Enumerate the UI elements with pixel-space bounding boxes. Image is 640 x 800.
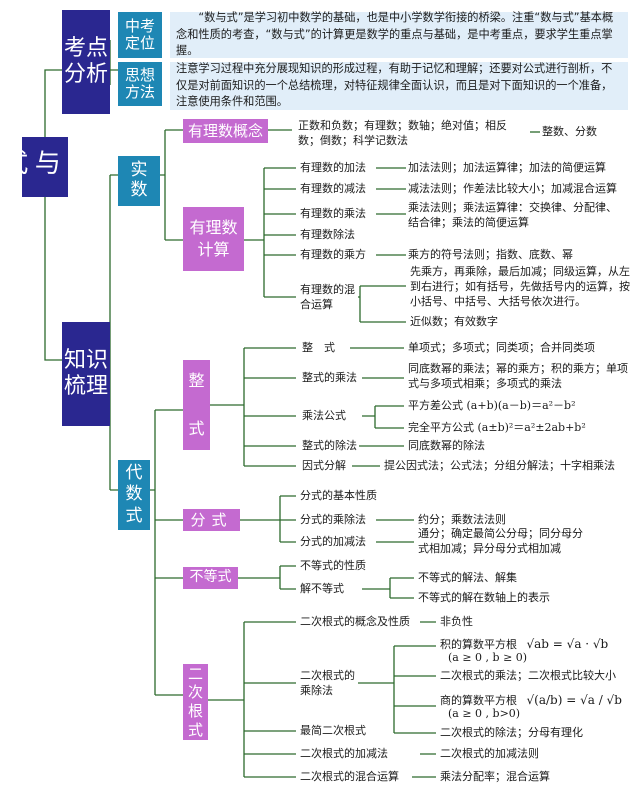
rational-concept-label: 有理数概念 — [187, 121, 263, 140]
formula-difference-of-squares: 平方差公式 (a+b)(a－b)＝a²－b² — [406, 399, 578, 414]
inequality-sub: 不等式的解法、解集 — [416, 571, 519, 586]
radical-muldiv-head: 二次根式的乘法；二次根式比较大小 — [438, 669, 618, 684]
radical-label: 二次根式 — [187, 664, 203, 739]
integral-label: 整式 — [188, 371, 205, 438]
radical-item-desc: 乘法分配率；混合运算 — [438, 770, 552, 785]
radical-item-desc: 非负性 — [438, 615, 475, 630]
rational-mixed-extra: 近似数；有效数字 — [408, 315, 500, 330]
rational-op: 有理数的乘法 — [298, 207, 368, 222]
algebra-label: 代数式 — [125, 463, 143, 526]
radical-item: 二次根式的加减法 — [298, 747, 390, 762]
analysis-item-positioning: 中考定位 — [118, 12, 162, 58]
radical-item: 二次根式的乘除法 — [298, 669, 358, 699]
product-root-formula: √ab = √a · √b — [526, 637, 609, 651]
integral-item: 整 式 — [300, 341, 337, 356]
analysis-heading: 考点分析 — [62, 10, 110, 114]
inequality-label: 不等式 — [189, 569, 232, 586]
integral-item-desc: 同底数幂的乘法；幂的乘方；积的乘方；单项式与多项式相乘；多项式的乘法 — [406, 362, 632, 392]
radical-muldiv-head: 商的算数平方根 √(a/b) = √a / √b — [438, 692, 624, 709]
rational-mixed-op: 有理数的混合运算 — [298, 283, 358, 313]
rational-op-desc: 乘方的符号法则；指数、底数、幂 — [406, 248, 575, 263]
radical-node: 二次根式 — [183, 664, 208, 740]
rational-op: 有理数除法 — [298, 228, 357, 243]
rational-op: 有理数的乘方 — [298, 248, 368, 263]
integral-item: 整式的乘法 — [300, 371, 359, 386]
radical-muldiv-head: 二次根式的除法；分母有理化 — [438, 726, 585, 741]
rational-calc-node: 有理数计算 — [183, 207, 244, 271]
rational-op: 有理数的减法 — [298, 182, 368, 197]
fraction-label: 分式 — [190, 510, 233, 529]
fraction-item: 分式的乘除法 — [298, 513, 368, 528]
rational-op-desc: 加法法则；加法运算律；加法的简便运算 — [406, 161, 608, 176]
inequality-node: 不等式 — [183, 567, 238, 589]
knowledge-label: 知识梳理 — [63, 347, 108, 399]
analysis-item-label: 中考定位 — [124, 16, 155, 52]
analysis-item-methods-text: 注意学习过程中充分展现知识的形成过程，有助于记忆和理解；还要对公式进行剖析，不仅… — [170, 62, 628, 110]
rational-op-desc: 减法法则；作差法比较大小；加减混合运算 — [406, 182, 619, 197]
analysis-text: 注意学习过程中充分展现知识的形成过程，有助于记忆和理解；还要对公式进行剖析，不仅… — [176, 61, 613, 109]
real-number-node: 实数 — [118, 156, 160, 206]
algebra-node: 代数式 — [118, 460, 150, 530]
analysis-item-positioning-text: “数与式”是学习初中数学的基础，也是中小学数学衔接的桥梁。注重“数与式”基本概念… — [170, 10, 628, 58]
product-root-label: 积的算数平方根 — [440, 638, 517, 651]
integral-item: 乘法公式 — [300, 409, 348, 424]
inequality-item: 不等式的性质 — [298, 559, 368, 574]
inequality-item: 解不等式 — [298, 582, 346, 597]
fraction-item-desc: 通分；确定最简公分母；同分母分式相加减；异分母分式相加减 — [416, 527, 592, 557]
integral-node: 整式 — [183, 360, 210, 450]
radical-item: 最简二次根式 — [298, 724, 368, 739]
integral-item-desc: 单项式；多项式；同类项；合并同类项 — [406, 341, 597, 356]
rational-mixed-desc: 先乘方，再乘除，最后加减；同级运算，从左到右进行；如有括号，先做括号内的运算，按… — [408, 265, 632, 310]
integral-item-desc: 同底数幂的除法 — [406, 439, 487, 454]
rational-op-desc: 乘法法则；乘法运算律：交换律、分配律、结合律；乘法的简便运算 — [406, 201, 628, 231]
inequality-sub: 不等式的解在数轴上的表示 — [416, 591, 552, 606]
fraction-node: 分式 — [183, 509, 240, 531]
radical-item: 二次根式的概念及性质 — [298, 615, 412, 630]
quotient-root-condition: (a ≥ 0 , b>0) — [446, 707, 523, 722]
root-title: 数与式 — [0, 137, 93, 197]
analysis-text: “数与式”是学习初中数学的基础，也是中小学数学衔接的桥梁。注重“数与式”基本概念… — [176, 10, 614, 58]
integral-item-desc: 提公因式法；公式法；分组分解法；十字相乘法 — [382, 459, 617, 474]
analysis-item-label: 思想方法 — [124, 65, 155, 101]
rational-concept-desc: 正数和负数；有理数；数轴；绝对值；相反数；倒数；科学记数法 — [296, 119, 530, 149]
radical-item: 二次根式的混合运算 — [298, 770, 401, 785]
quotient-root-formula: √(a/b) = √a / √b — [526, 693, 622, 707]
product-root-condition: (a ≥ 0 , b ≥ 0) — [446, 651, 530, 666]
analysis-label: 考点分析 — [63, 35, 108, 87]
rational-calc-label: 有理数计算 — [189, 217, 238, 259]
rational-op: 有理数的加法 — [298, 161, 368, 176]
fraction-item: 分式的加减法 — [298, 535, 368, 550]
radical-muldiv-head: 积的算数平方根 √ab = √a · √b — [438, 636, 611, 653]
real-number-label: 实数 — [130, 160, 148, 200]
rational-concept-node: 有理数概念 — [183, 119, 268, 143]
integral-item: 因式分解 — [300, 459, 348, 474]
quotient-root-label: 商的算数平方根 — [440, 694, 517, 707]
analysis-item-methods: 思想方法 — [118, 62, 162, 106]
fraction-item-desc: 约分；乘数法法则 — [416, 513, 508, 528]
integral-item: 整式的除法 — [300, 439, 359, 454]
knowledge-heading: 知识梳理 — [62, 322, 110, 426]
formula-perfect-square: 完全平方公式 (a±b)²＝a²±2ab+b² — [406, 421, 588, 436]
radical-item-desc: 二次根式的加减法则 — [438, 747, 541, 762]
fraction-item: 分式的基本性质 — [298, 489, 379, 504]
rational-concept-extra: 整数、分数 — [540, 125, 599, 140]
